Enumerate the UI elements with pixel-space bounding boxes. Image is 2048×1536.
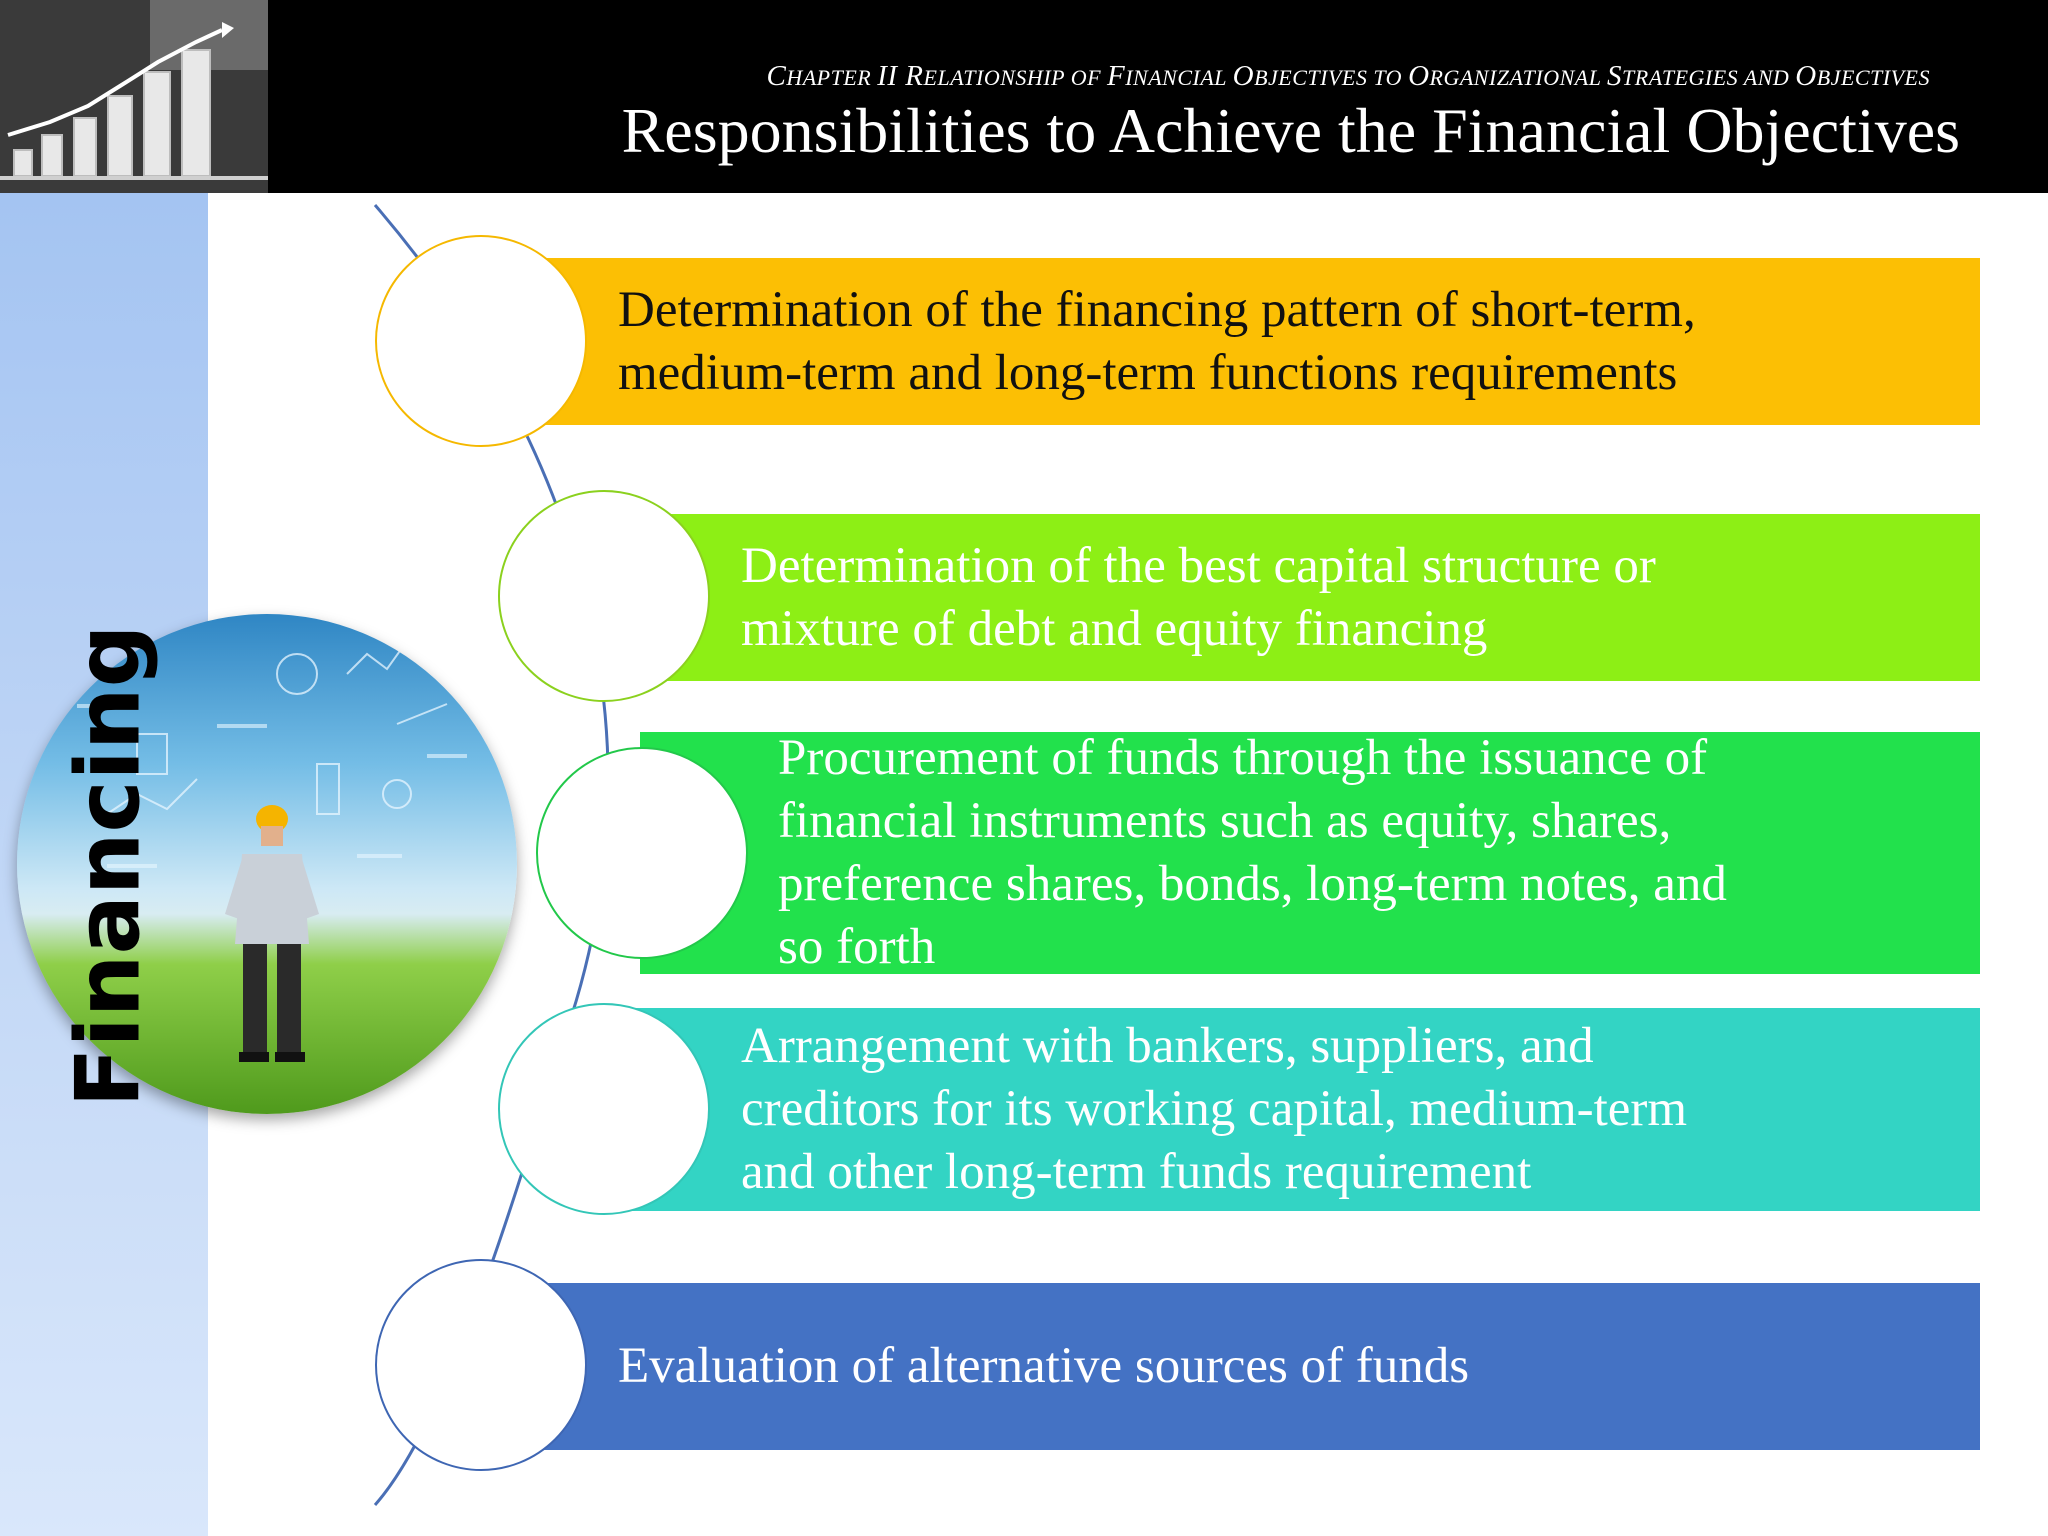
subtitle-part: INANCIAL	[1125, 65, 1233, 90]
text-line: and other long-term funds requirement	[741, 1144, 1532, 1200]
subtitle-part: ELATIONSHIP OF	[923, 65, 1108, 90]
subtitle-part: TRATEGIES AND	[1622, 65, 1796, 90]
responsibility-item-3-text: Procurement of funds through the issuanc…	[778, 727, 1727, 979]
text-line: financial instruments such as equity, sh…	[778, 793, 1672, 849]
text-line: Procurement of funds through the issuanc…	[778, 730, 1708, 786]
businessman-looking-at-sky-image	[77, 633, 467, 1062]
timeline-node-3	[536, 747, 748, 959]
subtitle-part: O	[1408, 60, 1430, 92]
responsibility-item-1: Determination of the financing pattern o…	[540, 258, 1980, 425]
financing-photo	[17, 614, 517, 1114]
text-line: Evaluation of alternative sources of fun…	[618, 1338, 1470, 1394]
subtitle-part: BJECTIVES	[1816, 65, 1930, 90]
responsibility-item-2: Determination of the best capital struct…	[660, 514, 1980, 681]
text-line: preference shares, bonds, long-term note…	[778, 856, 1727, 912]
timeline-node-1	[375, 235, 587, 447]
timeline-node-4	[498, 1003, 710, 1215]
text-line: Determination of the financing pattern o…	[618, 281, 1696, 338]
responsibility-item-4-text: Arrangement with bankers, suppliers, and…	[741, 1015, 1687, 1204]
subtitle-part: II R	[877, 60, 924, 92]
responsibility-item-1-text: Determination of the financing pattern o…	[618, 279, 1696, 405]
responsibility-item-3: Procurement of funds through the issuanc…	[640, 730, 1980, 975]
responsibility-item-2-text: Determination of the best capital struct…	[741, 535, 1656, 661]
subtitle-part: F	[1107, 60, 1126, 92]
rising-bars-icon	[0, 0, 268, 193]
text-line: so forth	[778, 919, 936, 975]
subtitle-part: O	[1232, 60, 1255, 92]
subtitle-part: O	[1795, 60, 1817, 92]
responsibility-item-5-text: Evaluation of alternative sources of fun…	[618, 1335, 1469, 1398]
slide-title: Responsibilities to Achieve the Financia…	[621, 95, 1960, 166]
text-line: Arrangement with bankers, suppliers, and	[741, 1018, 1594, 1074]
subtitle-part: S	[1607, 60, 1623, 92]
timeline-node-2	[498, 490, 710, 702]
subtitle-part: C	[766, 60, 787, 92]
text-line: mixture of debt and equity financing	[741, 600, 1488, 657]
header-growth-chart-image	[0, 0, 268, 193]
text-line: medium-term and long-term functions requ…	[618, 344, 1678, 401]
financing-vertical-label: Financing	[56, 624, 160, 1108]
timeline-node-5	[375, 1259, 587, 1471]
header-bar: CHAPTER II RELATIONSHIP OF FINANCIAL OBJ…	[0, 0, 2048, 193]
text-line: creditors for its working capital, mediu…	[741, 1081, 1688, 1137]
responsibility-item-4: Arrangement with bankers, suppliers, and…	[630, 1008, 1980, 1211]
chapter-subtitle: CHAPTER II RELATIONSHIP OF FINANCIAL OBJ…	[767, 60, 1931, 93]
responsibility-item-5: Evaluation of alternative sources of fun…	[540, 1283, 1980, 1450]
subtitle-part: BJECTIVES TO	[1254, 65, 1409, 90]
subtitle-part: RGANIZATIONAL	[1429, 65, 1608, 90]
text-line: Determination of the best capital struct…	[741, 537, 1656, 594]
subtitle-part: HAPTER	[786, 65, 878, 90]
